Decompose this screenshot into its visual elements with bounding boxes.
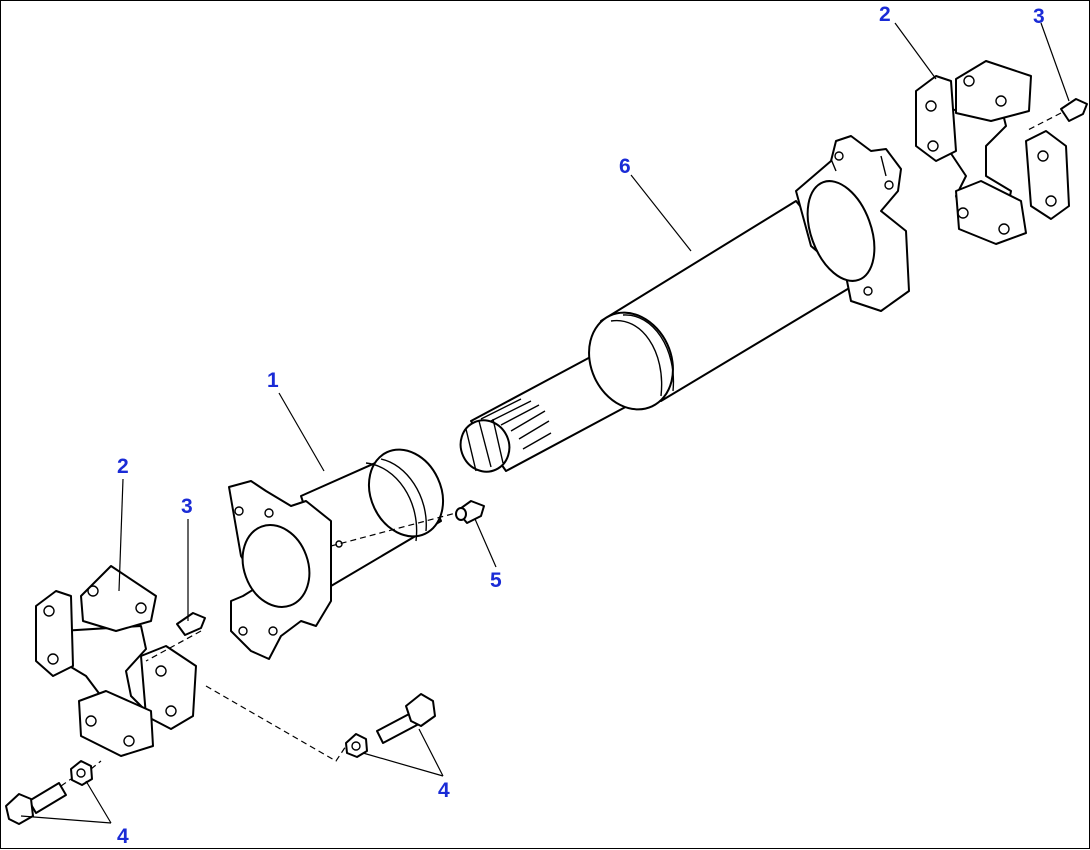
part-3-grease-fitting-right [1060,98,1088,122]
callout-2-left: 2 [117,455,129,478]
part-3-grease-fitting-left [176,612,206,636]
part-2-cross-kit-left [35,565,197,757]
part-4-bolt-center [376,693,436,744]
part-4-bolt-bottom [5,782,67,825]
leader-lines [20,22,1070,824]
part-1-slip-yoke [228,448,444,660]
callout-4-center: 4 [438,779,450,802]
callout-1: 1 [267,369,279,392]
part-4-washer-center [345,733,368,758]
assembly-lines [60,112,1062,787]
callout-2-right: 2 [879,3,891,26]
callout-3-right: 3 [1033,5,1045,28]
part-4-washer-bottom [70,760,93,786]
callout-6: 6 [619,155,631,178]
callout-3-left: 3 [181,495,193,518]
part-2-cross-kit-right [915,60,1070,245]
callouts: 1 2 3 5 6 2 3 4 4 [117,3,1045,848]
callout-4-bottom: 4 [117,825,129,848]
part-5-grease-fitting [455,500,485,524]
callout-5: 5 [490,569,502,592]
part-6-drive-shaft [459,135,910,473]
